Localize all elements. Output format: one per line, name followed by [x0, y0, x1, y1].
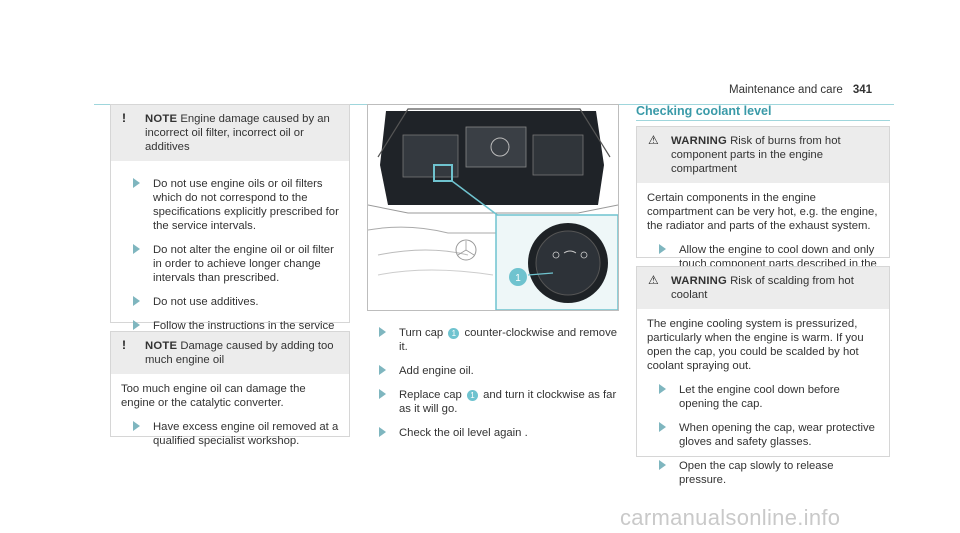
arrow-icon: [659, 384, 666, 394]
warning-triangle-icon: ⚠: [648, 133, 659, 147]
note-too-much-oil: ! NOTE Damage caused by adding too much …: [110, 331, 350, 447]
warning-text: The engine cooling system is pressurized…: [647, 318, 864, 372]
step-text: Let the engine cool down before opening …: [679, 384, 840, 410]
section-rule: [636, 120, 890, 121]
list-item: Do not use additives.: [121, 295, 339, 309]
step-text: Replace cap: [399, 389, 465, 401]
list-item: Replace cap 1 and turn it clockwise as f…: [367, 388, 619, 416]
step-text: and turn it clockwise as far as it will …: [399, 389, 617, 415]
header-title: Maintenance and care 341: [729, 84, 872, 96]
arrow-icon: [379, 365, 386, 375]
note-body: Too much engine oil can damage the engin…: [111, 374, 349, 466]
note-header: ! NOTE Engine damage caused by an incorr…: [111, 105, 349, 161]
step-text: Do not use additives.: [153, 296, 259, 308]
step-text: Add engine oil.: [399, 365, 474, 377]
warning-hot-coolant: ⚠ WARNING Risk of scalding from hot cool…: [636, 266, 890, 486]
step-text: Check the oil level again .: [399, 427, 528, 439]
warning-title: Risk of burns from hot component parts i…: [671, 135, 841, 175]
exclamation-icon: !: [122, 338, 126, 352]
list-item: When opening the cap, wear protective gl…: [647, 421, 879, 449]
warning-body: Certain components in the engine compart…: [637, 183, 889, 303]
list-item: Have excess engine oil removed at a qual…: [121, 420, 339, 448]
list-item: Open the cap slowly to release pressure.: [647, 459, 879, 487]
warning-text: Certain components in the engine compart…: [647, 192, 878, 232]
engine-bay-figure: 1: [367, 104, 619, 311]
step-text: Do not alter the engine oil or oil filte…: [153, 244, 334, 284]
warning-header: ⚠ WARNING Risk of scalding from hot cool…: [637, 267, 889, 309]
note-header: ! NOTE Damage caused by adding too much …: [111, 332, 349, 374]
list-item: Check the oil level again .: [367, 426, 619, 440]
engine-illustration: 1: [368, 108, 618, 310]
middle-steps: Turn cap 1 counter-clockwise and remove …: [367, 316, 619, 450]
watermark-link[interactable]: carmanualsonline.info: [620, 505, 841, 530]
warning-triangle-icon: ⚠: [648, 273, 659, 287]
list-item: Let the engine cool down before opening …: [647, 383, 879, 411]
arrow-icon: [133, 421, 140, 431]
callout-marker: [509, 268, 527, 286]
warning-header: ⚠ WARNING Risk of burns from hot compone…: [637, 127, 889, 183]
list-item: Add engine oil.: [367, 364, 619, 378]
arrow-icon: [379, 389, 386, 399]
note-title: Engine damage caused by an incorrect oil…: [145, 113, 330, 153]
page-number: 341: [852, 84, 872, 96]
warning-hot-parts: ⚠ WARNING Risk of burns from hot compone…: [636, 126, 890, 284]
note-label: NOTE: [145, 340, 178, 352]
list-item: Do not use engine oils or oil filters wh…: [121, 177, 339, 233]
callout-number: 1: [515, 273, 521, 284]
section-heading: Checking coolant level: [636, 104, 772, 118]
callout-badge: 1: [466, 390, 478, 401]
step-text: counter-clockwise and remove it.: [399, 327, 618, 353]
arrow-icon: [379, 427, 386, 437]
note-title: Damage caused by adding too much engine …: [145, 340, 334, 366]
section-name: Maintenance and care: [729, 84, 843, 96]
warning-title: Risk of scalding from hot coolant: [671, 275, 854, 301]
step-text: Do not use engine oils or oil filters wh…: [153, 178, 339, 232]
step-text: Have excess engine oil removed at a qual…: [153, 421, 339, 447]
note-engine-damage: ! NOTE Engine damage caused by an incorr…: [110, 104, 350, 360]
arrow-icon: [133, 296, 140, 306]
callout-badge: 1: [448, 328, 460, 339]
warning-label: WARNING: [671, 135, 727, 147]
exclamation-icon: !: [122, 111, 126, 125]
note-text: Too much engine oil can damage the engin…: [121, 383, 306, 409]
arrow-icon: [659, 244, 666, 254]
note-label: NOTE: [145, 113, 178, 125]
warning-label: WARNING: [671, 275, 727, 287]
warning-body: The engine cooling system is pressurized…: [637, 309, 889, 505]
arrow-icon: [133, 320, 140, 330]
list-item: Do not alter the engine oil or oil filte…: [121, 243, 339, 285]
step-text: When opening the cap, wear protective gl…: [679, 422, 875, 448]
list-item: Turn cap 1 counter-clockwise and remove …: [367, 326, 619, 354]
arrow-icon: [379, 327, 386, 337]
arrow-icon: [133, 244, 140, 254]
arrow-icon: [133, 178, 140, 188]
arrow-icon: [659, 422, 666, 432]
step-text: Turn cap: [399, 327, 447, 339]
arrow-icon: [659, 460, 666, 470]
step-text: Open the cap slowly to release pressure.: [679, 460, 834, 486]
